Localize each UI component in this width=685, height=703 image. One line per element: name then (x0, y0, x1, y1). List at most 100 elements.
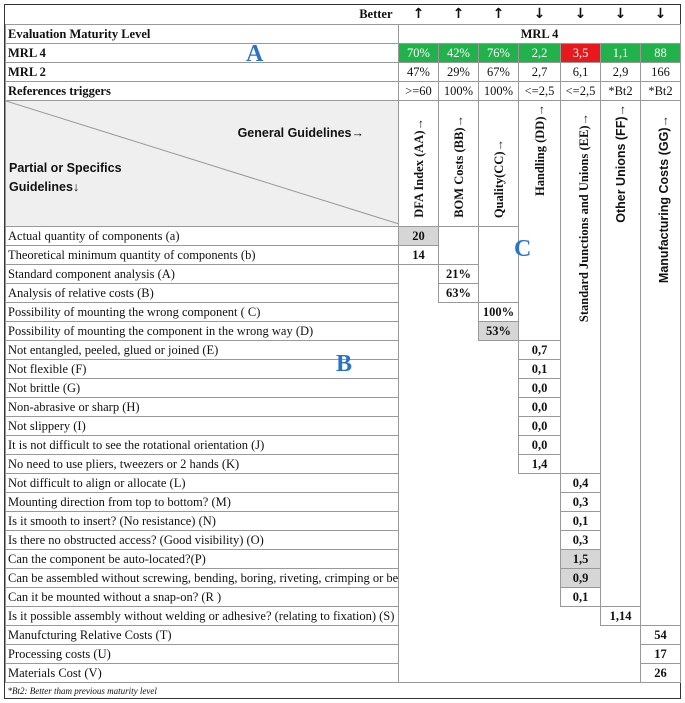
guideline-value: 17 (640, 643, 681, 664)
empty-cell (519, 492, 561, 511)
empty-cell (399, 511, 439, 530)
empty-cell (560, 397, 601, 417)
column-header-bb: BOM Costs (BB)→ (438, 99, 479, 227)
column-header-aa: DFA Index (AA)→ (398, 99, 439, 227)
empty-cell (600, 473, 641, 493)
empty-cell (640, 473, 681, 493)
empty-cell (600, 378, 641, 398)
empty-cell (600, 245, 641, 265)
better-arrow: ↓ (654, 6, 667, 23)
trigger-value: 100% (438, 80, 479, 101)
empty-cell (560, 359, 601, 379)
better-arrow: ↑ (452, 6, 465, 23)
guideline-label: Is it possible assembly without welding … (5, 605, 399, 626)
guideline-label: Not slippery (I) (5, 415, 399, 436)
empty-cell (640, 245, 681, 265)
empty-cell (600, 492, 641, 512)
empty-cell (399, 359, 439, 378)
guideline-value: 0,1 (560, 586, 601, 607)
empty-cell (399, 340, 439, 359)
empty-cell (518, 321, 561, 341)
empty-cell (640, 568, 681, 588)
empty-cell (519, 549, 561, 568)
empty-cell (600, 321, 641, 341)
guideline-value: 0,0 (518, 415, 561, 436)
guideline-row: Non-abrasive or sharp (H)0,0 (5, 396, 681, 417)
empty-cell (560, 416, 601, 436)
empty-cell (399, 530, 439, 549)
empty-cell (399, 302, 439, 321)
guideline-row: Actual quantity of components (a)20 (5, 225, 681, 246)
empty-cell (439, 568, 479, 587)
empty-cell (519, 511, 561, 530)
empty-cell (600, 435, 641, 455)
empty-cell (439, 359, 479, 378)
empty-cell (438, 226, 479, 246)
empty-cell (399, 454, 439, 473)
guideline-label: No need to use pliers, tweezers or 2 han… (5, 453, 399, 474)
empty-cell (600, 359, 641, 379)
guideline-value: 0,3 (560, 529, 601, 550)
empty-cell (600, 663, 641, 683)
empty-cell (640, 435, 681, 455)
guideline-row: Not flexible (F)0,1 (5, 358, 681, 379)
empty-cell (399, 625, 439, 644)
empty-cell (640, 530, 681, 550)
empty-cell (560, 663, 601, 683)
empty-cell (560, 454, 601, 474)
empty-cell (519, 644, 561, 663)
empty-cell (640, 397, 681, 417)
empty-cell (399, 568, 439, 587)
empty-cell (600, 568, 641, 588)
guideline-label: Is there no obstructed access? (Good vis… (5, 529, 399, 550)
empty-cell (640, 549, 681, 569)
trigger-value: 100% (478, 80, 519, 101)
mrl2-value: 2,7 (518, 61, 561, 82)
evaluation-table: Better ↑ ↑ ↑ ↓ ↓ ↓ ↓ Evaluation Maturity… (5, 5, 681, 700)
footnote-row: *Bt2: Better tham previous maturity leve… (5, 681, 681, 700)
empty-cell (479, 587, 519, 606)
guideline-row: Materials Cost (V)26 (5, 662, 681, 683)
guideline-label: Possibility of mounting the wrong compon… (5, 301, 399, 322)
diagonal-line (6, 101, 398, 224)
guideline-row: Not difficult to align or allocate (L)0,… (5, 472, 681, 493)
guideline-row: Is there no obstructed access? (Good vis… (5, 529, 681, 550)
empty-cell (640, 321, 681, 341)
guideline-row: Possibility of mounting the component in… (5, 320, 681, 341)
empty-cell (479, 549, 519, 568)
mrl2-label: MRL 2 (5, 61, 399, 82)
empty-cell (478, 283, 519, 303)
better-arrow: ↓ (533, 6, 546, 23)
better-row: Better ↑ ↑ ↑ ↓ ↓ ↓ ↓ (6, 5, 681, 24)
empty-cell (479, 340, 519, 359)
guideline-row: Is it possible assembly without welding … (5, 605, 681, 626)
guideline-value: 1,4 (518, 453, 561, 474)
empty-cell (518, 663, 561, 683)
empty-cell (600, 416, 641, 436)
empty-cell (439, 625, 479, 644)
empty-cell (439, 473, 479, 492)
empty-cell (600, 511, 641, 531)
column-header-dd: Handling (DD)→ (518, 100, 561, 227)
evaluation-table-frame: Better ↑ ↑ ↑ ↓ ↓ ↓ ↓ Evaluation Maturity… (4, 4, 681, 700)
mrl4-value: 88 (640, 42, 681, 63)
trigger-value: *Bt2 (640, 80, 681, 101)
empty-cell (478, 264, 519, 284)
column-header-ff: Other Unions (FF)→ (600, 100, 641, 227)
trigger-value: >=60 (398, 80, 439, 101)
empty-cell (399, 378, 439, 397)
trigger-value: <=2,5 (518, 80, 561, 101)
empty-cell (399, 492, 439, 511)
empty-cell (560, 435, 601, 455)
eval-value: MRL 4 (398, 23, 681, 44)
empty-cell (478, 663, 519, 683)
empty-cell (439, 435, 479, 454)
guideline-row: Not slippery (I) 0,0 (5, 415, 681, 436)
empty-cell (518, 283, 561, 303)
guideline-row: Manufcturing Relative Costs (T)54 (5, 624, 681, 645)
empty-cell (600, 587, 641, 607)
empty-cell (398, 663, 439, 683)
empty-cell (519, 530, 561, 549)
guideline-value: 0,7 (518, 339, 561, 360)
guideline-label: Standard component analysis (A) (5, 263, 399, 284)
